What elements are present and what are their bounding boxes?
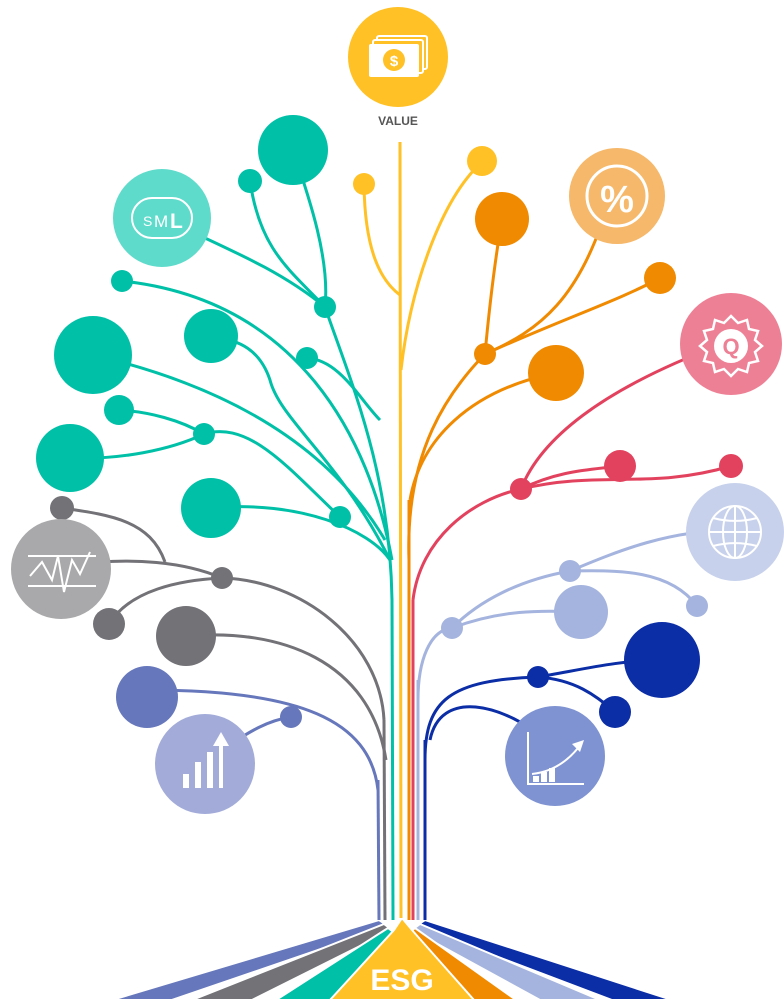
node-gray-small [93, 608, 125, 640]
branch-navy-main [423, 675, 539, 761]
node-teal-large [54, 316, 132, 394]
size-sml-icon: S M L [113, 169, 211, 267]
node-orange-top [475, 192, 529, 246]
percent-icon: % [569, 148, 665, 244]
nodes-navy [527, 622, 700, 728]
branch-yellow-left [362, 184, 401, 297]
node-teal-small-c [296, 347, 318, 369]
node-teal-junction-b [193, 423, 215, 445]
branch-teal-big [92, 353, 387, 541]
nodes-indigo [116, 666, 302, 728]
node-gray-top [50, 496, 74, 520]
percent-sign: % [600, 179, 634, 221]
money-icon: $ [348, 7, 448, 107]
branch-lightblue-right [569, 569, 699, 607]
dollar-sign: $ [390, 53, 399, 70]
node-teal-junction-c [329, 506, 351, 528]
node-red-mid [604, 450, 636, 482]
node-orange-junction [474, 343, 496, 365]
size-l: L [170, 210, 183, 233]
node-teal-left [36, 424, 104, 492]
node-red-junction [510, 478, 532, 500]
node-teal-small-b [111, 270, 133, 292]
node-teal-bottom [181, 478, 241, 538]
nodes-orange [474, 192, 676, 401]
node-navy-small [599, 696, 631, 728]
node-lightblue-junction-b [441, 617, 463, 639]
node-gray-junction [211, 567, 233, 589]
branch-red-main [411, 487, 522, 601]
growth-chart-icon [505, 706, 605, 806]
node-teal-small-d [104, 395, 134, 425]
branch-orange-right [484, 276, 661, 356]
node-orange-right [644, 262, 676, 294]
node-teal-mid [184, 309, 238, 363]
branch-indigo-main [146, 688, 380, 791]
branch-orange-main [407, 352, 487, 561]
quality-badge-icon: Q [680, 293, 782, 395]
node-lightblue-right [686, 595, 708, 617]
node-yellow-small [353, 173, 375, 195]
nodes-teal [36, 115, 351, 538]
branch-gray-large [185, 633, 388, 761]
bar-arrow-icon [155, 714, 255, 814]
trunk [376, 141, 427, 921]
value-label: VALUE [378, 114, 418, 128]
branch-yellow-right [399, 160, 484, 371]
node-indigo-large [116, 666, 178, 728]
volatility-chart-icon [11, 519, 111, 619]
branch-teal-bottom [210, 505, 392, 561]
node-lightblue-mid [554, 585, 608, 639]
root-label: ESG [370, 964, 433, 997]
branch-gray-top [61, 506, 167, 563]
node-teal-small-a [238, 169, 262, 193]
root-band-yellow [328, 916, 476, 1000]
trunk-teal [390, 599, 395, 921]
size-s: S [143, 213, 152, 229]
node-indigo-junction [280, 706, 302, 728]
node-lightblue-junction-a [559, 560, 581, 582]
size-m: M [154, 212, 168, 231]
branch-lightblue-main [416, 626, 453, 701]
node-gray-large [156, 606, 216, 666]
node-red-right [719, 454, 743, 478]
branch-gray-volatility [99, 559, 223, 580]
branch-teal-long [121, 279, 394, 561]
nodes-gray [50, 496, 233, 666]
node-yellow-medium [467, 146, 497, 176]
trunk-yellow [398, 141, 403, 919]
nodes-red [510, 450, 743, 500]
node-teal-top [258, 115, 328, 185]
root-fan [111, 916, 673, 1000]
branch-red-quality [519, 343, 721, 490]
nodes-yellow [353, 146, 497, 195]
node-teal-junction-a [314, 296, 336, 318]
branch-teal-mid [306, 356, 382, 422]
trunk-indigo [376, 779, 381, 921]
nodes-lightblue [441, 560, 708, 639]
node-orange-low [528, 345, 584, 401]
globe-icon [686, 483, 784, 581]
branch-gray-main [221, 576, 386, 721]
branch-orange-low [408, 371, 557, 501]
branch-teal-top-left [248, 180, 327, 309]
quality-letter: Q [722, 334, 739, 359]
node-navy-large [624, 622, 700, 698]
branch-teal-inner [210, 334, 392, 561]
branches-yellow [362, 160, 484, 371]
node-navy-junction [527, 666, 549, 688]
